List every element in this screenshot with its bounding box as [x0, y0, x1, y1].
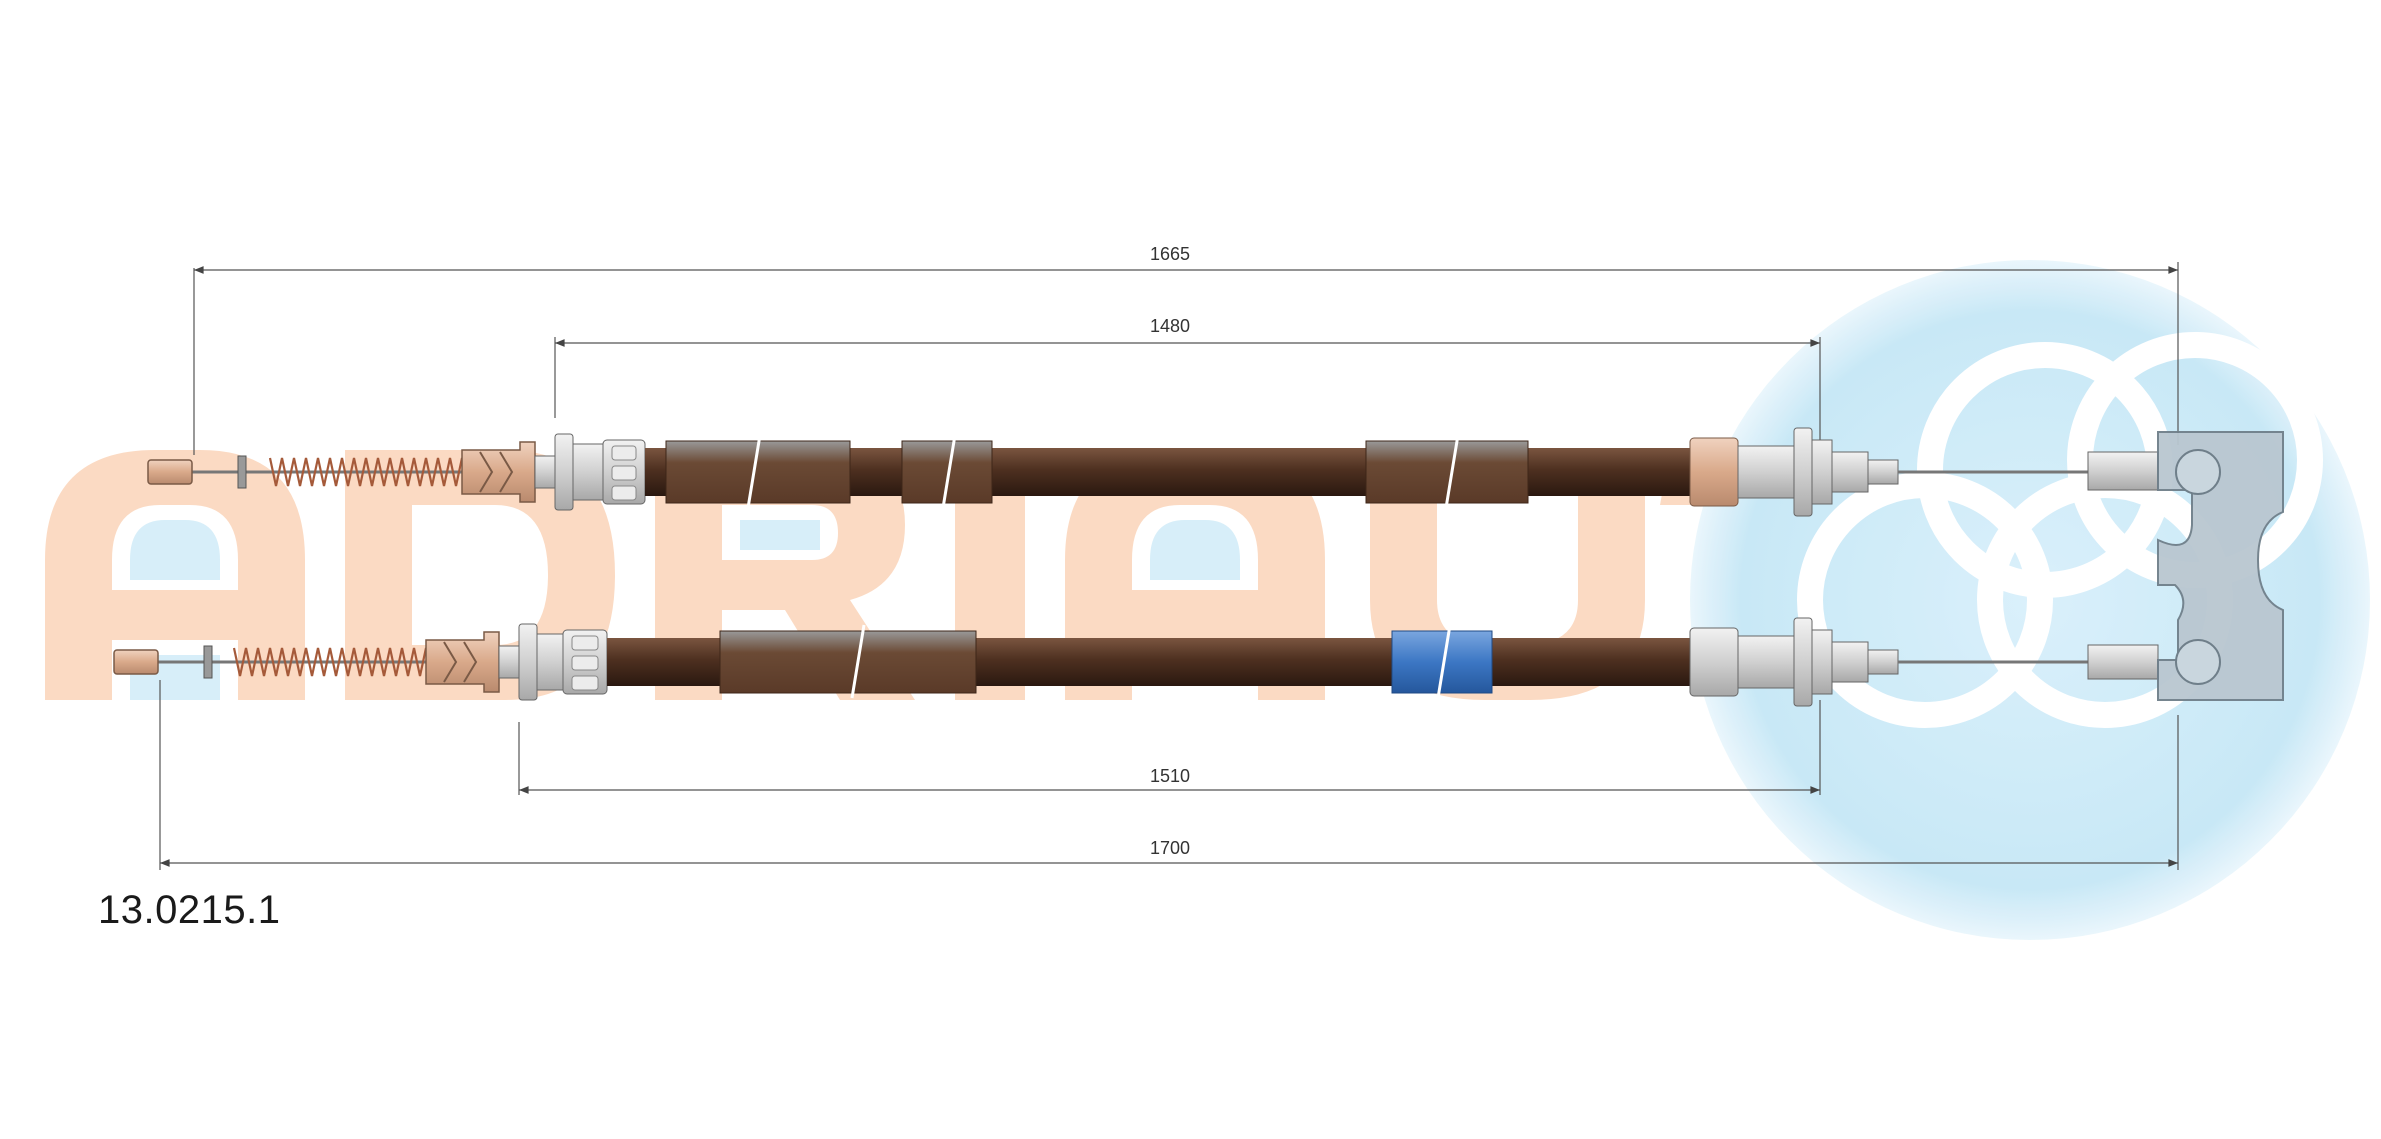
cable-top-end-nipple: [147, 459, 193, 485]
cable-bottom-sleeve-blue: [1391, 630, 1493, 694]
dim-label-1510: 1510: [1150, 766, 1190, 786]
watermark-logo: [45, 260, 2370, 940]
part-number: 13.0215.1: [98, 888, 281, 932]
cable-bottom-clip: [425, 631, 500, 693]
dimension-labels: 1665 1480 1510 1700: [1140, 240, 1190, 858]
dim-label-1665: 1665: [1150, 244, 1190, 264]
bracket-hole-bottom: [2175, 639, 2221, 685]
dim-label-1700: 1700: [1150, 838, 1190, 858]
cable-top-clip: [461, 441, 536, 503]
cable-top-spring: [268, 457, 470, 487]
watermark-letter-shading: [130, 520, 1240, 700]
cable-top-sleeve-2: [901, 440, 993, 504]
dim-label-1480: 1480: [1150, 316, 1190, 336]
cable-top: [147, 427, 2159, 517]
cable-bottom-sleeve-1: [719, 630, 977, 694]
cable-bottom: [113, 617, 2159, 707]
bracket-hole-top: [2175, 449, 2221, 495]
cable-bottom-spring: [232, 647, 434, 677]
equalizer-bracket: [2157, 431, 2284, 701]
cable-bottom-end-nipple: [113, 649, 159, 675]
cable-top-sleeve-3: [1365, 440, 1529, 504]
dimension-lines: [159, 262, 2179, 870]
